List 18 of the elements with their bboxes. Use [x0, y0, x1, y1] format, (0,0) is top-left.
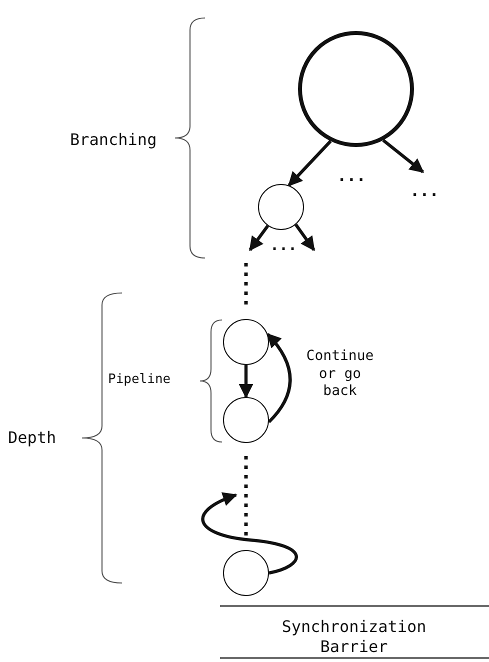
- circle-shape: [223, 397, 269, 443]
- circle-shape: [223, 550, 269, 596]
- group-label: Pipeline: [108, 372, 171, 388]
- circle-shape: [258, 184, 304, 230]
- circle-shape: [223, 319, 269, 365]
- axis-label: Depth: [8, 428, 56, 448]
- arrow: [294, 224, 316, 252]
- arrow: [266, 333, 292, 424]
- arrow: [288, 140, 332, 186]
- axis-label: Branching: [70, 130, 157, 150]
- ellipsis: ...: [270, 236, 298, 255]
- ellipsis: ...: [337, 166, 366, 186]
- arrow: [248, 224, 270, 252]
- arrow: [201, 492, 298, 575]
- arrow: [382, 138, 424, 174]
- barrier-label: Synchronization Barrier: [280, 617, 428, 657]
- arrow: [238, 365, 254, 398]
- ellipsis: ...: [410, 181, 439, 201]
